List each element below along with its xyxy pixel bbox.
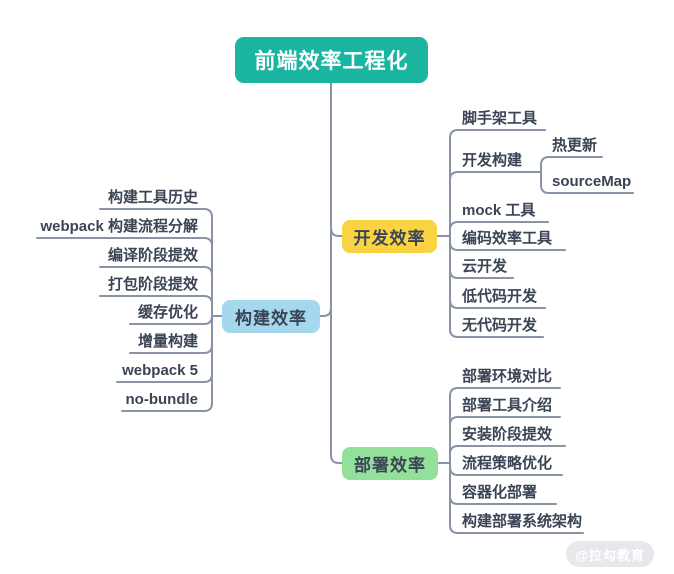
connector-dev-child (449, 235, 544, 338)
leaf-coding-tools[interactable]: 编码效率工具 (462, 230, 553, 247)
leaf-build-history[interactable]: 构建工具历史 (107, 189, 198, 206)
connector-deploy-child (449, 416, 561, 464)
leaf-build-deploy-arch[interactable]: 构建部署系统架构 (462, 513, 583, 530)
leaf-bundle-stage[interactable]: 打包阶段提效 (107, 276, 198, 293)
leaf-webpack-flow[interactable]: webpack 构建流程分解 (40, 218, 198, 235)
connector-build-child (99, 295, 213, 317)
leaf-no-bundle[interactable]: no-bundle (125, 391, 198, 408)
connector-dev-subchild (540, 171, 634, 194)
leaf-install-stage[interactable]: 安装阶段提效 (462, 426, 553, 443)
leaf-mock-tools[interactable]: mock 工具 (462, 202, 536, 219)
leaf-deploy-env[interactable]: 部署环境对比 (462, 368, 553, 385)
connector-deploy-child (449, 462, 584, 534)
connector-deploy-child (449, 445, 566, 464)
leaf-compile-stage[interactable]: 编译阶段提效 (107, 247, 198, 264)
connector-build-child (36, 237, 213, 317)
connector-dev-child (449, 171, 542, 237)
connector-root-build (319, 82, 332, 317)
leaf-scaffold-tools[interactable]: 脚手架工具 (462, 110, 538, 127)
branch-build-topic[interactable]: 构建效率 (222, 300, 320, 333)
connector-dev-subchild (540, 156, 603, 173)
leaf-hot-reload[interactable]: 热更新 (552, 137, 598, 154)
leaf-lowcode-dev[interactable]: 低代码开发 (462, 288, 538, 305)
branch-dev-topic[interactable]: 开发效率 (342, 220, 437, 253)
root-topic[interactable]: 前端效率工程化 (235, 37, 428, 83)
connector-root-deploy (330, 82, 343, 464)
leaf-nocode-dev[interactable]: 无代码开发 (462, 317, 538, 334)
connector-deploy-child (449, 387, 561, 464)
leaf-sourcemap[interactable]: sourceMap (552, 173, 632, 190)
leaf-container-deploy[interactable]: 容器化部署 (462, 484, 538, 501)
leaf-webpack5[interactable]: webpack 5 (122, 362, 198, 379)
connector-build-child (121, 315, 213, 412)
leaf-deploy-tools[interactable]: 部署工具介绍 (462, 397, 553, 414)
leaf-cloud-dev[interactable]: 云开发 (462, 258, 508, 275)
leaf-dev-build[interactable]: 开发构建 (462, 152, 523, 169)
leaf-incremental-build[interactable]: 增量构建 (137, 333, 198, 350)
connector-build-child (99, 266, 213, 317)
connector-root-dev (330, 82, 343, 237)
connector-build-child (99, 208, 213, 317)
leaf-process-strategy[interactable]: 流程策略优化 (462, 455, 553, 472)
leaf-cache-optimize[interactable]: 缓存优化 (137, 304, 198, 321)
watermark-badge: @拉勾教育 (566, 541, 654, 567)
connector-dev-child (449, 221, 549, 237)
branch-deploy-topic[interactable]: 部署效率 (342, 447, 438, 480)
connector-dev-child (449, 129, 546, 237)
